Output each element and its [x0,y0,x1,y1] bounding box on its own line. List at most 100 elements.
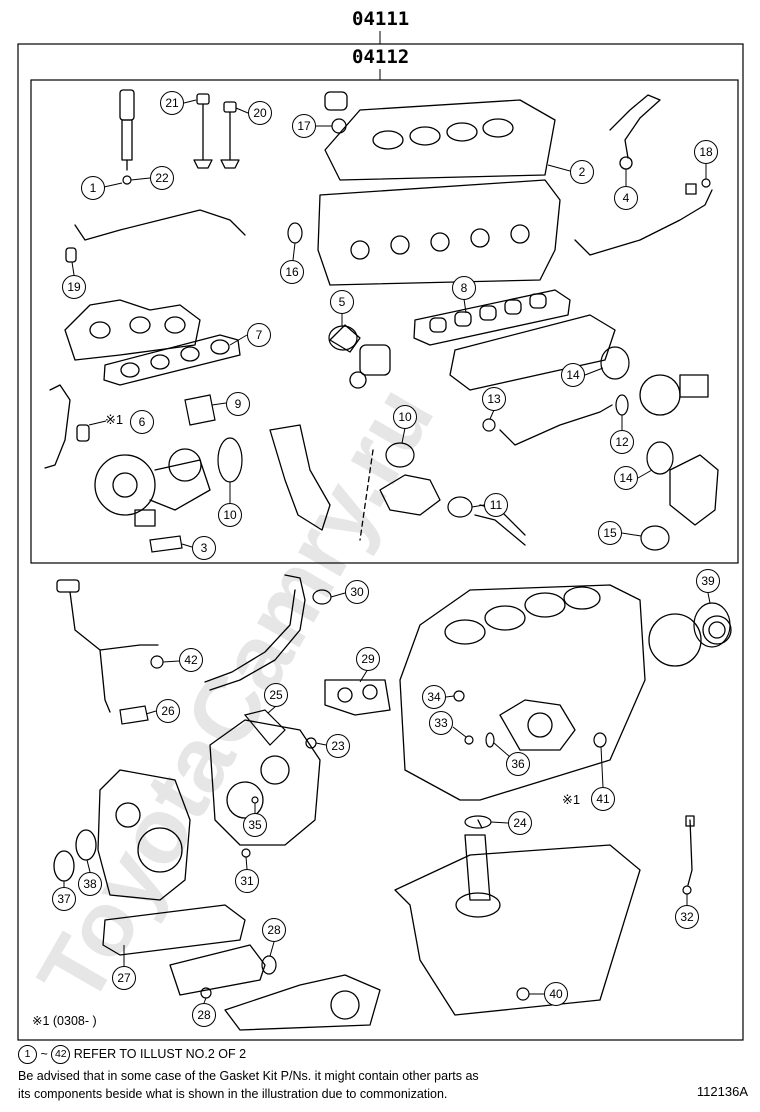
leader-10b [401,427,406,444]
exhaust-manifold-gasket-drawing [103,334,241,386]
cylinder-head-cover-drawing [324,91,556,181]
inner-kit-frame [30,79,739,564]
refer-text: REFER TO ILLUST NO.2 OF 2 [73,1046,247,1061]
callout-23[interactable]: 23 [326,734,350,758]
leader-23 [315,742,327,746]
callout-33[interactable]: 33 [429,711,453,735]
callout-41[interactable]: 41 [591,787,615,811]
callout-14b[interactable]: 14 [614,466,638,490]
callout-19[interactable]: 19 [62,275,86,299]
oring-33-drawing [464,735,474,745]
callout-12[interactable]: 12 [610,430,634,454]
seal-39-drawing [693,602,731,648]
callout-15[interactable]: 15 [598,521,622,545]
outer-kit-frame [17,43,744,1041]
leader-14b [637,469,653,479]
callout-30[interactable]: 30 [345,580,369,604]
callout-1[interactable]: 1 [81,176,105,200]
leader-41 [600,746,604,788]
callout-17[interactable]: 17 [292,114,316,138]
gasket-5-drawing [328,325,358,351]
callout-38[interactable]: 38 [78,872,102,896]
throttle-body-drawing [669,454,719,526]
leader-42 [162,660,180,663]
gasket-10b-drawing [385,442,415,468]
note-mark-6: ※1 [105,412,124,427]
callout-22[interactable]: 22 [150,166,174,190]
oring-34-drawing [453,690,465,702]
gasket-13-drawing [482,418,496,432]
callout-21[interactable]: 21 [160,91,184,115]
oring-35-drawing [251,796,259,804]
callout-26[interactable]: 26 [156,699,180,723]
callout-37[interactable]: 37 [52,887,76,911]
callout-10b[interactable]: 10 [393,405,417,429]
egr-valve-drawing [639,374,709,416]
callout-34[interactable]: 34 [422,685,446,709]
timing-cover-outer-drawing [97,769,191,901]
callout-24[interactable]: 24 [508,811,532,835]
egr-pipe-drawing [499,404,613,446]
callout-5[interactable]: 5 [330,290,354,314]
callout-25[interactable]: 25 [264,683,288,707]
ref-range-start[interactable]: 1 [18,1045,37,1064]
callout-10a[interactable]: 10 [218,503,242,527]
callout-32[interactable]: 32 [675,905,699,929]
gasket-15-drawing [640,525,670,551]
note-mark-41: ※1 [562,792,581,807]
leader-38 [86,859,91,873]
gasket-14b-drawing [646,441,674,475]
callout-31[interactable]: 31 [235,869,259,893]
gasket-12-drawing [615,394,629,416]
callout-40[interactable]: 40 [544,982,568,1006]
coolant-pipe-drawing [204,574,306,691]
leader-1 [103,182,123,188]
inner-kit-number: 04112 [352,46,410,68]
callout-29[interactable]: 29 [356,647,380,671]
gasket-3-drawing [149,535,183,553]
water-pump-drawing [499,699,576,751]
callout-27[interactable]: 27 [112,966,136,990]
callout-13[interactable]: 13 [482,387,506,411]
callout-39[interactable]: 39 [696,569,720,593]
leader-16 [292,242,296,261]
callout-9[interactable]: 9 [226,392,250,416]
valve-drawings [193,93,240,169]
leader-8 [463,298,467,314]
callout-11[interactable]: 11 [484,493,508,517]
water-pipe-drawing [609,94,661,170]
callout-3[interactable]: 3 [192,536,216,560]
cylinder-head-drawing [317,179,561,286]
callout-14a[interactable]: 14 [561,363,585,387]
callout-20[interactable]: 20 [248,101,272,125]
leader-11 [471,504,485,508]
gasket-26-drawing [119,705,149,725]
timing-cover-inner-drawing [209,719,321,846]
seal-16-drawing [287,222,303,244]
leader-28b [203,997,207,1004]
gasket-10a-drawing [217,437,243,483]
leader-25 [267,705,277,714]
callout-6[interactable]: 6 [130,410,154,434]
leader-39 [707,592,711,604]
leader-33 [452,726,467,738]
callout-7[interactable]: 7 [247,323,271,347]
leader-6 [88,420,107,426]
callout-2[interactable]: 2 [570,160,594,184]
callout-42[interactable]: 42 [179,648,203,672]
exhaust-manifold-drawing [64,299,201,361]
leader-7 [229,334,248,346]
callout-4[interactable]: 4 [614,186,638,210]
callout-8[interactable]: 8 [452,276,476,300]
oring-32-drawing [682,885,692,895]
callout-36[interactable]: 36 [506,752,530,776]
callout-18[interactable]: 18 [694,140,718,164]
callout-28b[interactable]: 28 [192,1003,216,1027]
callout-28a[interactable]: 28 [262,918,286,942]
oring-41-drawing [593,732,607,748]
callout-16[interactable]: 16 [280,260,304,284]
callout-35[interactable]: 35 [243,813,267,837]
leader-31 [245,856,248,870]
ref-range-end[interactable]: 42 [51,1045,71,1064]
